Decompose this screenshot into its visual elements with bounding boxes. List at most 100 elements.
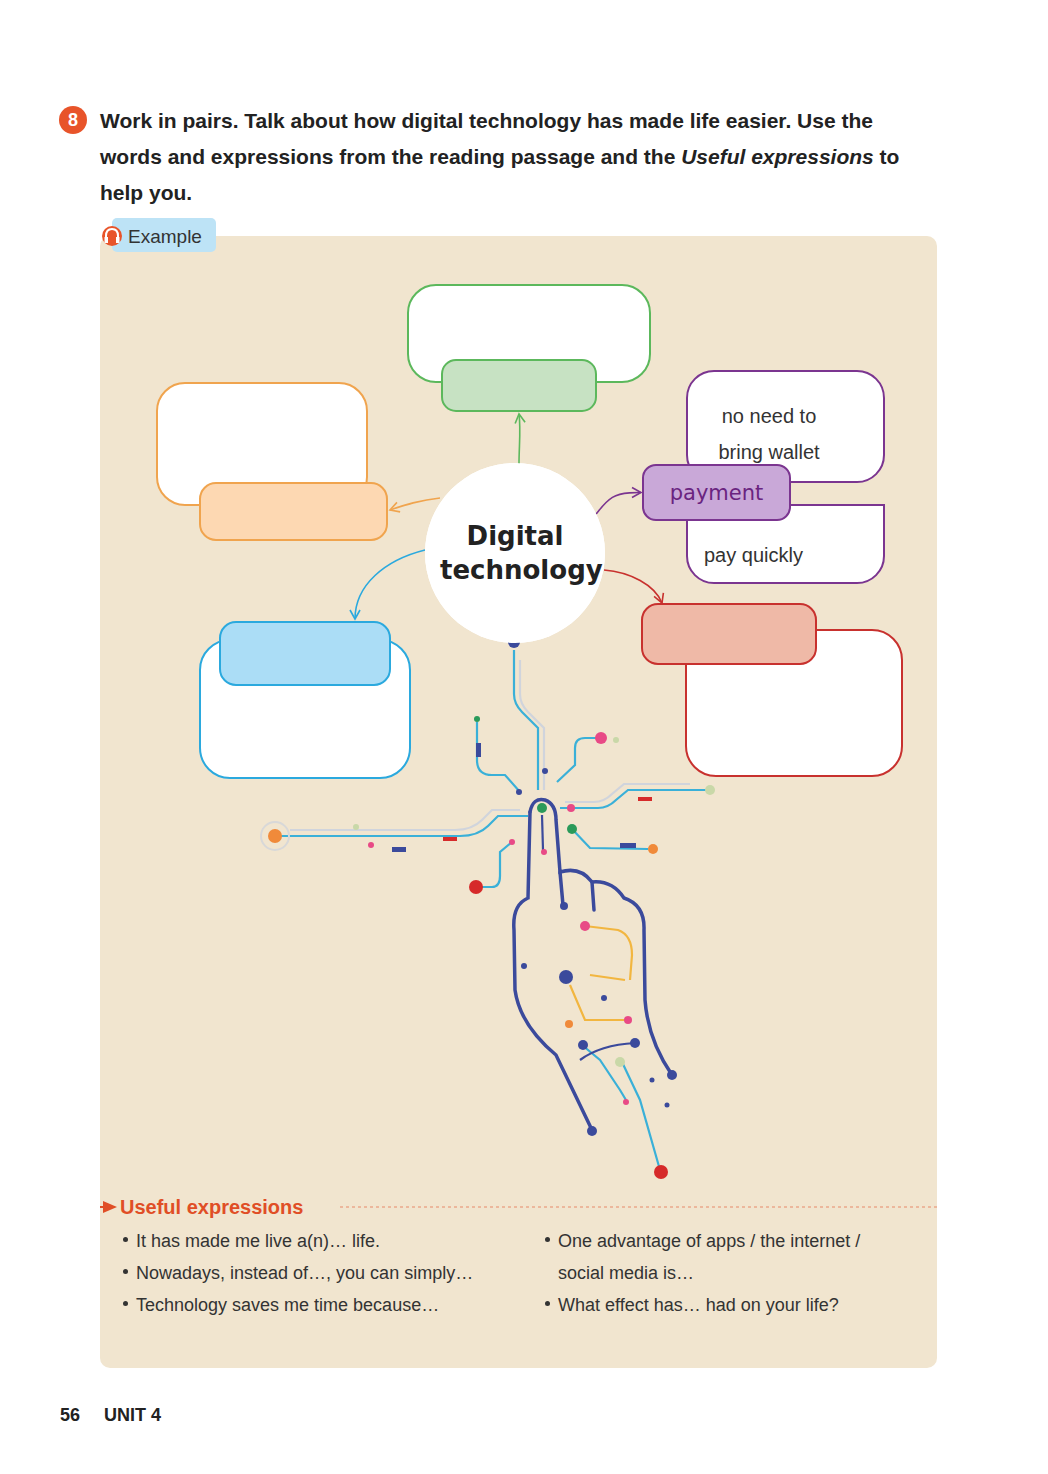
circuit-dots-part — [567, 824, 577, 834]
hand-outline-part — [560, 872, 563, 905]
circuit-dots-part — [620, 843, 636, 848]
page-number-part: 56 — [60, 1405, 80, 1425]
circuit-dots-part — [261, 822, 289, 850]
circuit-lines-part — [570, 985, 626, 1020]
node-text: pay quickly — [704, 542, 803, 568]
circuit-lines-part — [590, 975, 625, 980]
circuit-dots-part — [565, 1020, 573, 1028]
unit-name: UNIT 4 — [104, 1403, 161, 1427]
hand-outline-part — [592, 882, 594, 910]
circuit-lines-part — [560, 790, 708, 808]
circuit-dots-part — [587, 1126, 597, 1136]
circuit-dots-part — [392, 847, 406, 852]
circuit-dots-part — [560, 902, 568, 910]
branch-connector — [596, 493, 641, 515]
circuit-lines-part — [477, 722, 520, 792]
circuit-dots-part — [667, 1070, 677, 1080]
headphone-icon-part — [116, 237, 120, 243]
hand-outline-part — [530, 800, 672, 1076]
circuit-dots-part — [624, 1016, 632, 1024]
section-rule-part — [100, 1206, 110, 1208]
circuit-dots-part — [601, 995, 607, 1001]
example-tag-text-part: Example — [128, 226, 202, 247]
circuit-dots — [261, 636, 715, 1179]
instruction-title: Work in pairs. Talk about how digital te… — [100, 103, 930, 211]
circuit-dots-part — [542, 768, 548, 774]
circuit-lines-part — [572, 829, 648, 849]
useful-expression: One advantage of apps / the internet / s… — [558, 1225, 908, 1289]
circuit-dots-part — [443, 837, 457, 841]
circuit-lines-part — [565, 784, 690, 802]
circuit-dots-part — [469, 880, 483, 894]
circuit-dots-part — [650, 1078, 655, 1083]
panel — [100, 236, 937, 1368]
circuit-dots-part — [578, 1040, 588, 1050]
circuit-lines-part — [542, 815, 543, 850]
circuit-dots-part — [474, 716, 480, 722]
circuit-dots-part — [368, 842, 374, 848]
instruction-title-part: Useful expressions — [681, 145, 874, 168]
circuit-dots-part — [648, 844, 658, 854]
circuit-dots-part — [353, 824, 359, 830]
circuit-lines-part — [290, 810, 520, 830]
branch-arrow-part — [518, 414, 520, 464]
headphone-icon-part — [105, 237, 109, 243]
hand-outline — [514, 800, 672, 1131]
branch-arrow-part — [604, 570, 662, 603]
useful-expression-part: It has made me live a(n)… life. — [136, 1231, 380, 1251]
unit-name-part: UNIT 4 — [104, 1405, 161, 1425]
circuit-lines-part — [580, 1043, 635, 1060]
number-badge — [59, 106, 87, 134]
headphone-icon-part — [102, 226, 122, 246]
circuit-dots-part — [630, 1038, 640, 1048]
circuit-dots-part — [595, 732, 607, 744]
exercise-number-part: 8 — [68, 110, 78, 130]
branch-arrow-part — [355, 550, 425, 619]
section-heading-part: Useful expressions — [120, 1196, 303, 1218]
circuit-dots-part — [537, 803, 547, 813]
example-tag — [112, 218, 216, 252]
page-number: 56 — [60, 1403, 80, 1427]
section-rule-part — [340, 1206, 937, 1207]
empty-blue-box — [200, 622, 410, 778]
circuit-lines-part — [520, 660, 544, 790]
useful-expression: What effect has… had on your life? — [558, 1289, 908, 1321]
circuit-lines-part — [557, 738, 598, 782]
circuit-dots-part — [654, 1165, 668, 1179]
circuit-dots-part — [541, 849, 547, 855]
empty-green-box — [408, 285, 650, 411]
bullet-dot — [123, 1237, 128, 1242]
circuit-dots-part — [705, 785, 715, 795]
centre-circle: Digital technology — [425, 463, 605, 643]
empty-orange-box-part — [200, 483, 387, 540]
circuit-lines-part — [480, 842, 512, 887]
hand-outline-part — [514, 812, 592, 1130]
circuit-dots-part — [268, 829, 282, 843]
useful-expression-part: Technology saves me time because… — [136, 1295, 439, 1315]
bullet-dot — [545, 1237, 550, 1242]
empty-red-box-part — [642, 604, 816, 664]
exercise-number: 8 — [59, 108, 87, 132]
useful-expression-part: One advantage of apps / the internet / s… — [558, 1231, 860, 1283]
example-tag-text: Example — [128, 225, 202, 249]
circuit-dots-part — [580, 921, 590, 931]
circuit-lines-part — [585, 926, 632, 980]
circuit-dots-part — [615, 1057, 625, 1067]
empty-blue-box-part — [220, 622, 390, 685]
useful-expression-part: What effect has… had on your life? — [558, 1295, 839, 1315]
circuit-dots-part — [613, 737, 619, 743]
headphone-icon — [102, 226, 122, 246]
circuit-dots-part — [567, 804, 575, 812]
circuit-lines — [275, 650, 708, 1170]
circuit-dots-part — [521, 963, 527, 969]
circuit-dots-part — [665, 1103, 670, 1108]
circuit-lines-part — [582, 1045, 626, 1100]
empty-orange-box — [157, 383, 387, 540]
branch-arrow-part — [390, 498, 440, 510]
circuit-dots-part — [509, 839, 515, 845]
circuit-dots-part — [623, 1099, 629, 1105]
